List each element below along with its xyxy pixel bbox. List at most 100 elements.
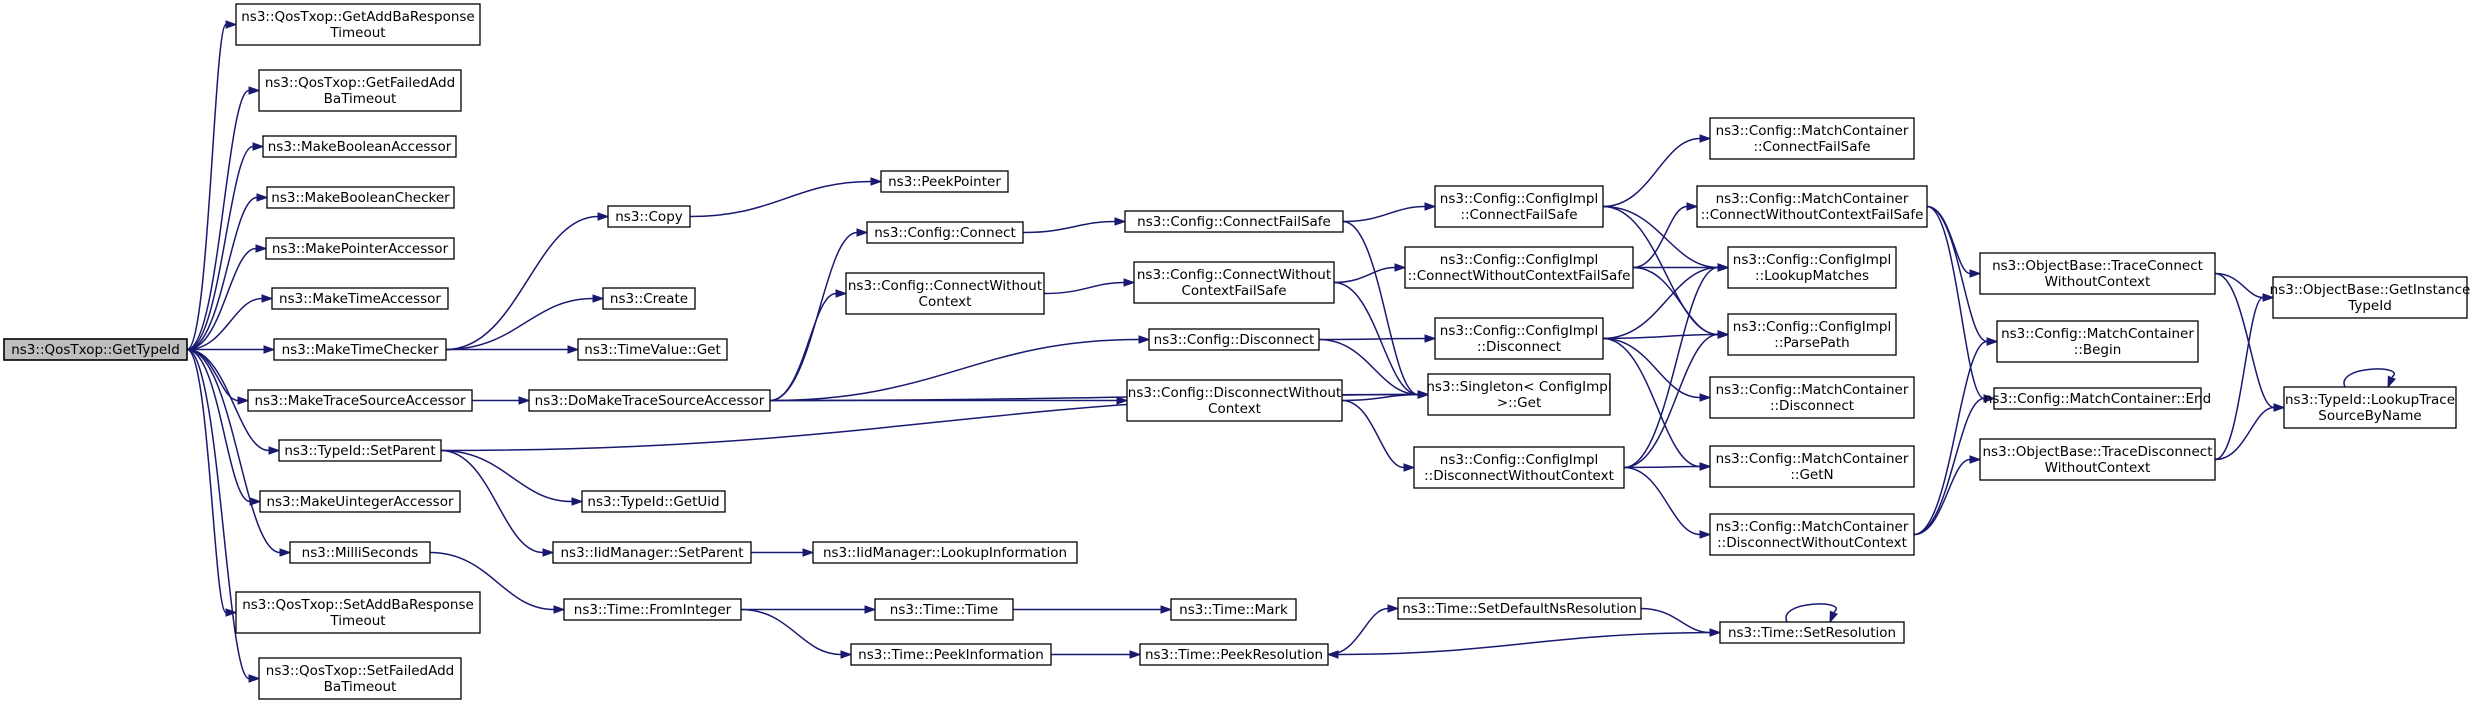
node-label: Context	[1208, 401, 1261, 417]
node-label: ns3::Time::SetDefaultNsResolution	[1402, 601, 1637, 617]
node-label: ns3::Time::Time	[890, 602, 998, 618]
node-mc-disconnect[interactable]: ns3::Config::MatchContainer::Disconnect	[1709, 376, 1915, 419]
node-label: ::ConnectFailSafe	[1460, 207, 1577, 223]
node-time-set-resolution[interactable]: ns3::Time::SetResolution	[1719, 621, 1905, 644]
node-mc-disconnect-without-context[interactable]: ns3::Config::MatchContainer::DisconnectW…	[1709, 513, 1915, 556]
node-mc-connect-fail-safe[interactable]: ns3::Config::MatchContainer::ConnectFail…	[1709, 117, 1915, 160]
node-label: ns3::Time::PeekResolution	[1145, 647, 1323, 663]
node-time-value-get[interactable]: ns3::TimeValue::Get	[577, 338, 728, 361]
node-time-peek-information[interactable]: ns3::Time::PeekInformation	[850, 643, 1052, 666]
node-label: ::Begin	[2074, 342, 2122, 358]
node-label: >::Get	[1497, 395, 1541, 411]
node-get-type-id[interactable]: ns3::QosTxop::GetTypeId	[3, 338, 188, 361]
node-mc-end[interactable]: ns3::Config::MatchContainer::End	[1984, 387, 2211, 410]
node-config-connect-without-context[interactable]: ns3::Config::ConnectWithoutContext	[845, 272, 1045, 315]
node-time-time[interactable]: ns3::Time::Time	[874, 598, 1014, 621]
node-label: ns3::MakeTraceSourceAccessor	[254, 393, 465, 409]
node-type-id-set-parent[interactable]: ns3::TypeId::SetParent	[278, 439, 442, 462]
node-impl-parse-path[interactable]: ns3::Config::ConfigImpl::ParsePath	[1727, 313, 1897, 356]
node-iid-manager-lookup-information[interactable]: ns3::IidManager::LookupInformation	[812, 541, 1078, 564]
node-label: ns3::Singleton< ConfigImpl	[1426, 379, 1611, 395]
node-impl-disconnect[interactable]: ns3::Config::ConfigImpl::Disconnect	[1434, 317, 1604, 360]
node-box	[850, 643, 1052, 666]
edge-do-make-trace-source-accessor-to-config-disconnect	[769, 335, 1151, 402]
node-time-mark[interactable]: ns3::Time::Mark	[1170, 598, 1297, 621]
node-trace-disconnect-without-context[interactable]: ns3::ObjectBase::TraceDisconnectWithoutC…	[1979, 438, 2216, 481]
edge-mc-disconnect-without-context-to-mc-end	[1913, 394, 1996, 536]
node-box	[1709, 117, 1915, 160]
node-impl-lookup-matches[interactable]: ns3::Config::ConfigImpl::LookupMatches	[1727, 246, 1897, 289]
node-config-connect[interactable]: ns3::Config::Connect	[866, 221, 1024, 244]
edge-iid-manager-set-parent-to-iid-manager-lookup-information	[750, 548, 815, 557]
node-time-peek-resolution[interactable]: ns3::Time::PeekResolution	[1139, 643, 1329, 666]
node-label: ns3::ObjectBase::TraceConnect	[1992, 258, 2203, 274]
node-make-time-checker[interactable]: ns3::MakeTimeChecker	[273, 338, 447, 361]
node-time-from-integer[interactable]: ns3::Time::FromInteger	[563, 598, 742, 621]
node-box	[1126, 379, 1343, 422]
node-iid-manager-set-parent[interactable]: ns3::IidManager::SetParent	[552, 541, 752, 564]
edge-config-connect-without-context-fail-safe-to-impl-connect-without-context-fail-safe	[1333, 263, 1407, 284]
node-label: ns3::Config::ConnectFailSafe	[1137, 214, 1331, 230]
node-type-id-get-uid[interactable]: ns3::TypeId::GetUid	[581, 490, 726, 513]
node-label: ::LookupMatches	[1755, 268, 1869, 284]
node-box	[1696, 185, 1928, 228]
node-make-time-accessor[interactable]: ns3::MakeTimeAccessor	[271, 287, 449, 310]
node-label: ns3::DoMakeTraceSourceAccessor	[535, 393, 765, 409]
node-do-make-trace-source-accessor[interactable]: ns3::DoMakeTraceSourceAccessor	[528, 389, 771, 412]
node-make-boolean-accessor[interactable]: ns3::MakeBooleanAccessor	[262, 135, 457, 158]
node-config-connect-without-context-fail-safe[interactable]: ns3::Config::ConnectWithoutContextFailSa…	[1133, 261, 1335, 304]
node-copy[interactable]: ns3::Copy	[607, 205, 691, 228]
edge-time-time-to-time-mark	[1013, 605, 1173, 614]
node-impl-disconnect-without-context[interactable]: ns3::Config::ConfigImpl::DisconnectWitho…	[1413, 446, 1625, 489]
node-box	[1979, 252, 2216, 295]
node-time-set-default-ns-resolution[interactable]: ns3::Time::SetDefaultNsResolution	[1397, 597, 1642, 620]
node-box	[1727, 313, 1897, 356]
node-label: ns3::MakeTimeChecker	[282, 342, 439, 358]
edge-get-type-id-to-set-failed-add-ba-timeout	[186, 348, 261, 683]
node-config-disconnect[interactable]: ns3::Config::Disconnect	[1148, 328, 1320, 351]
node-box	[2272, 276, 2468, 319]
node-impl-connect-without-context-fail-safe[interactable]: ns3::Config::ConfigImpl::ConnectWithoutC…	[1404, 246, 1634, 289]
node-box	[3, 338, 188, 361]
node-box	[812, 541, 1078, 564]
node-mc-begin[interactable]: ns3::Config::MatchContainer::Begin	[1996, 320, 2199, 363]
node-trace-connect-without-context[interactable]: ns3::ObjectBase::TraceConnectWithoutCont…	[1979, 252, 2216, 295]
node-label: ns3::Config::ConfigImpl	[1440, 323, 1598, 339]
node-box	[289, 541, 431, 564]
node-label: ns3::QosTxop::GetTypeId	[11, 342, 180, 358]
node-label: ns3::MakeBooleanChecker	[271, 190, 450, 206]
node-label: ns3::IidManager::LookupInformation	[823, 545, 1067, 561]
node-make-uinteger-accessor[interactable]: ns3::MakeUintegerAccessor	[259, 490, 461, 513]
edge-time-set-resolution-to-time-set-resolution	[1785, 603, 1838, 624]
node-config-disconnect-without-context[interactable]: ns3::Config::DisconnectWithoutContext	[1126, 379, 1343, 422]
node-mc-connect-without-context-fail-safe[interactable]: ns3::Config::MatchContainer::ConnectWith…	[1696, 185, 1928, 228]
edge-mc-disconnect-without-context-to-trace-disconnect-without-context	[1913, 455, 1982, 536]
node-label: SourceByName	[2318, 408, 2421, 424]
node-milli-seconds[interactable]: ns3::MilliSeconds	[289, 541, 431, 564]
node-box	[1124, 210, 1344, 233]
node-label: ns3::QosTxop::GetAddBaResponse	[241, 9, 475, 25]
node-make-boolean-checker[interactable]: ns3::MakeBooleanChecker	[266, 186, 455, 209]
node-config-connect-fail-safe[interactable]: ns3::Config::ConnectFailSafe	[1124, 210, 1344, 233]
edge-mc-connect-without-context-fail-safe-to-trace-connect-without-context	[1926, 205, 1982, 278]
node-label: ::ConnectWithoutContextFailSafe	[1408, 268, 1631, 284]
node-peek-pointer[interactable]: ns3::PeekPointer	[880, 170, 1009, 193]
node-singleton-get[interactable]: ns3::Singleton< ConfigImpl >::Get	[1426, 373, 1612, 416]
node-make-trace-source-accessor[interactable]: ns3::MakeTraceSourceAccessor	[247, 389, 473, 412]
node-make-pointer-accessor[interactable]: ns3::MakePointerAccessor	[265, 237, 455, 260]
edge-get-type-id-to-make-boolean-checker	[186, 193, 269, 351]
node-label: ns3::TypeId::LookupTrace	[2285, 392, 2455, 408]
node-label: ::ConnectFailSafe	[1753, 139, 1870, 155]
node-impl-connect-fail-safe[interactable]: ns3::Config::ConfigImpl::ConnectFailSafe	[1434, 185, 1604, 228]
node-box	[845, 272, 1045, 315]
node-mc-get-n[interactable]: ns3::Config::MatchContainer::GetN	[1709, 445, 1915, 488]
node-label: ns3::Config::MatchContainer	[1716, 191, 1909, 207]
node-create[interactable]: ns3::Create	[602, 287, 696, 310]
edge-config-connect-without-context-to-config-connect-without-context-fail-safe	[1043, 278, 1136, 295]
